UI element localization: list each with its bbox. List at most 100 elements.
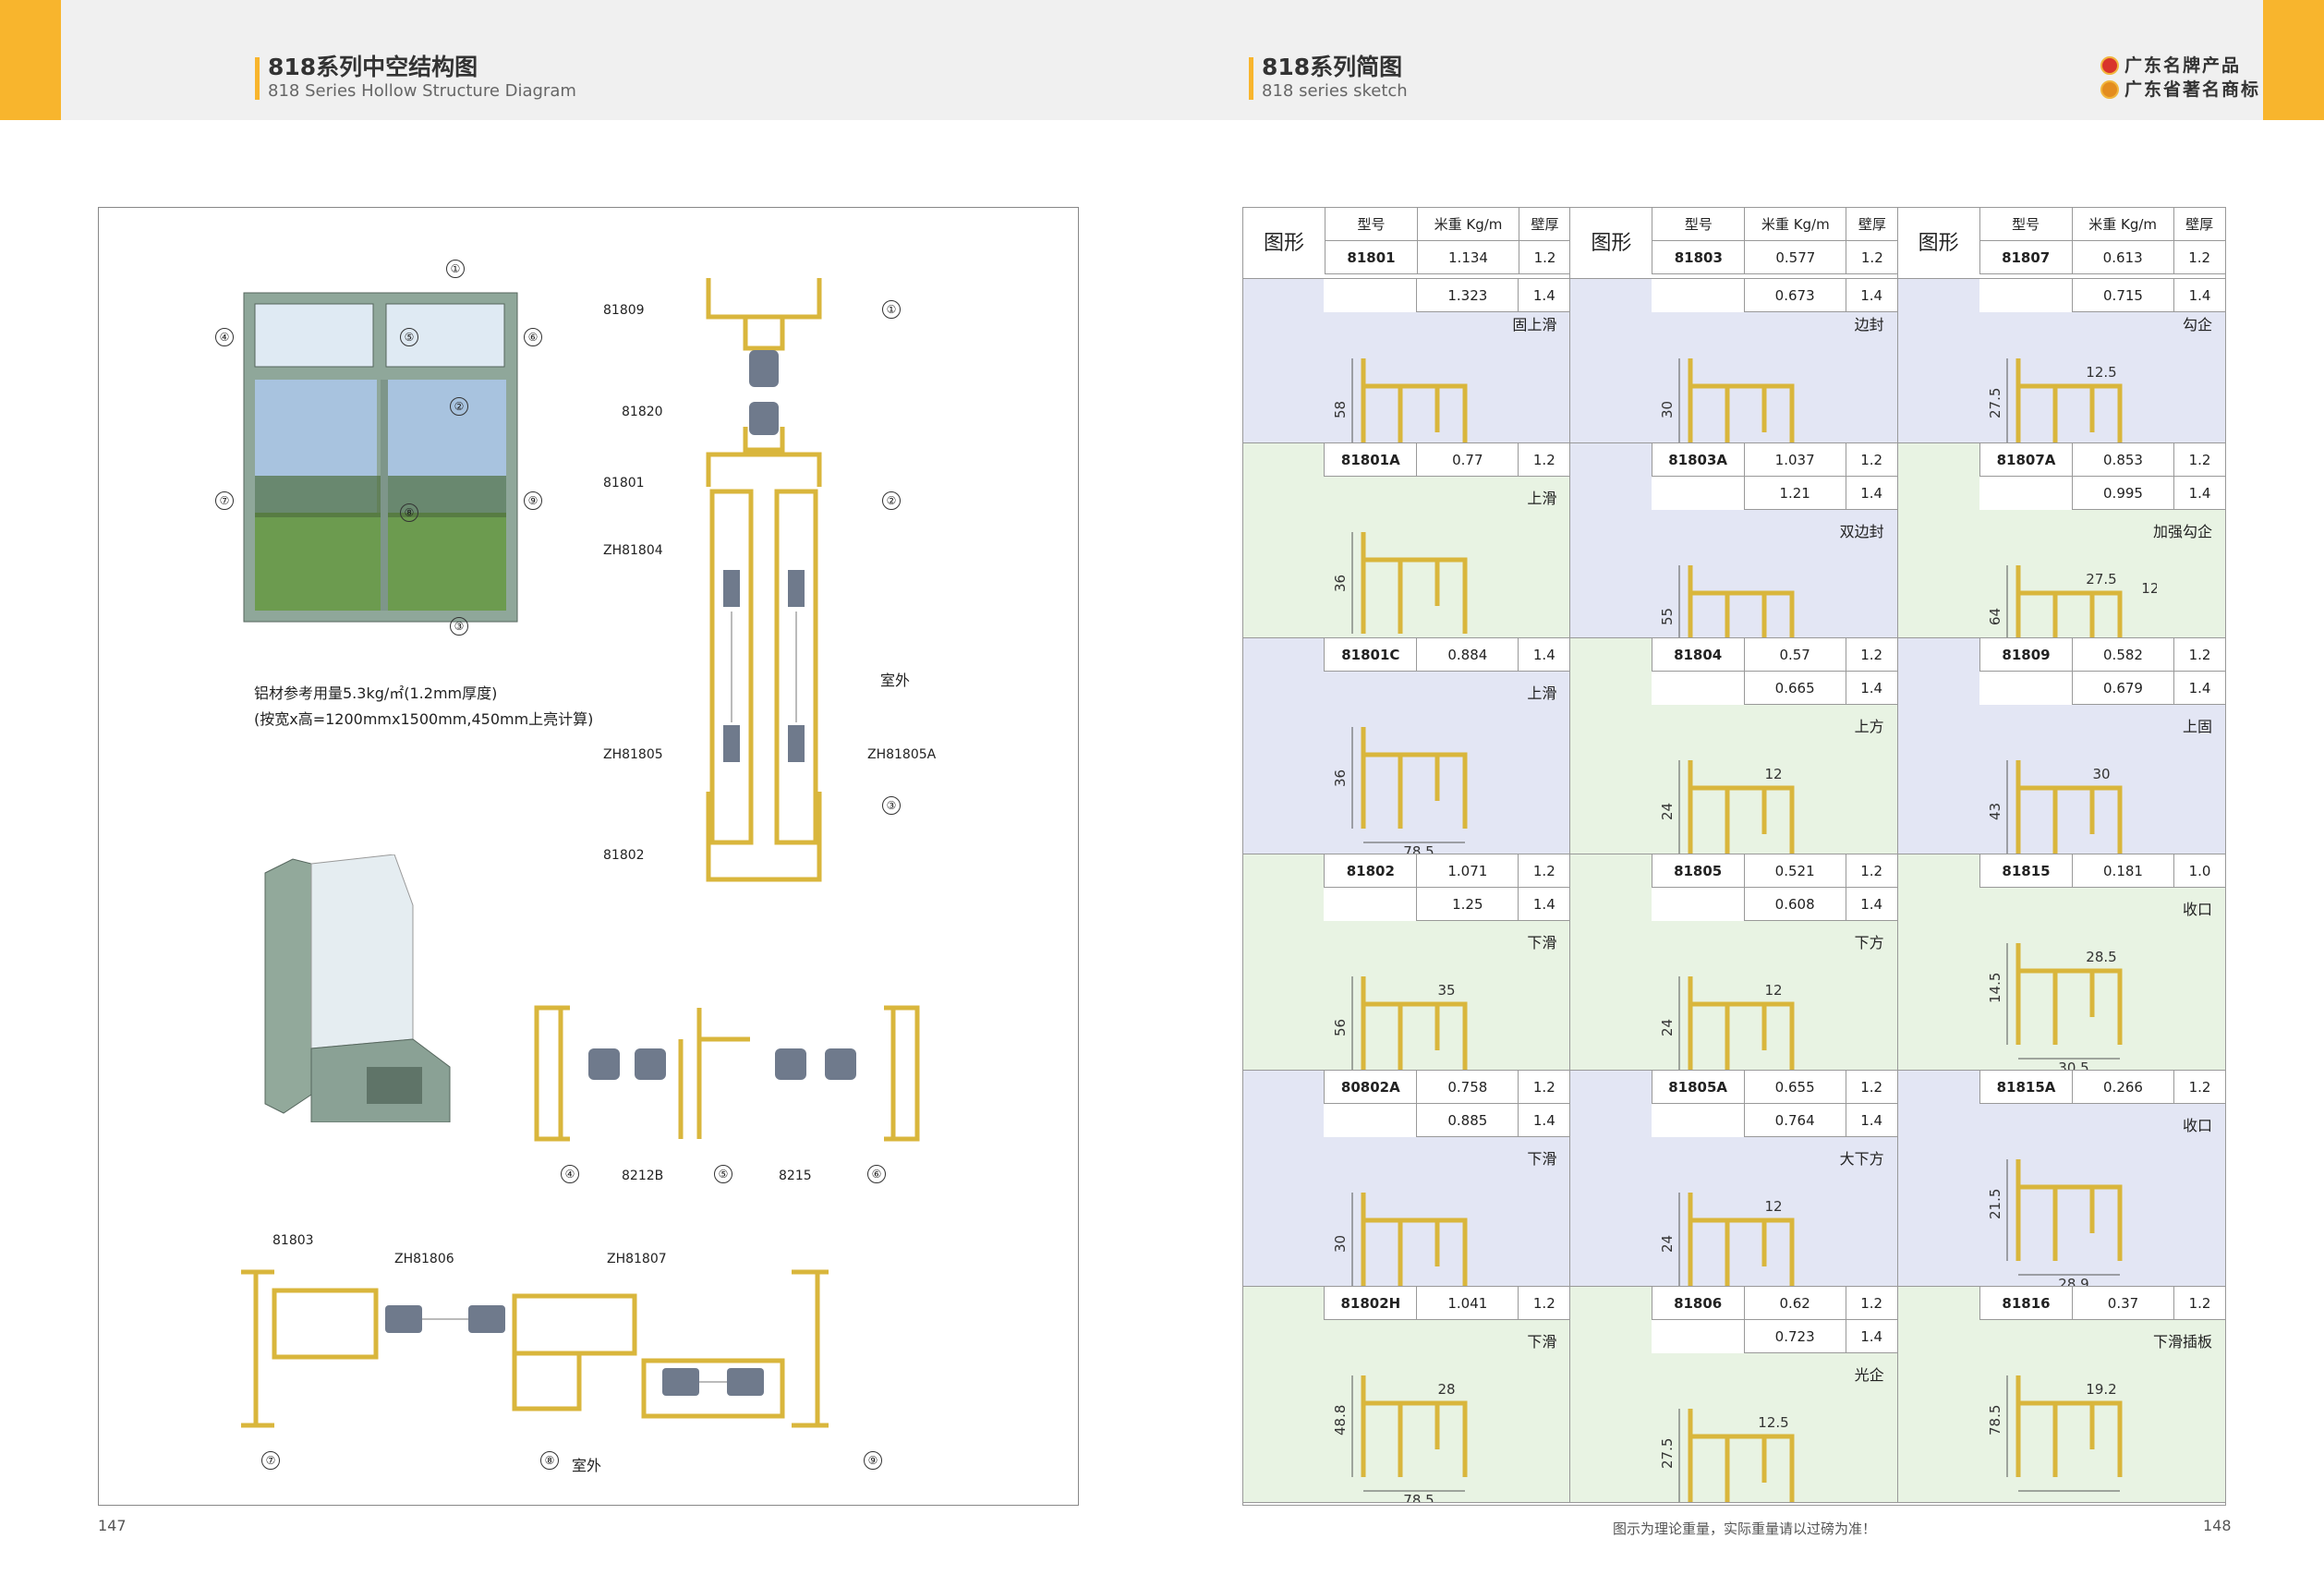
callout-2: ②: [450, 397, 468, 416]
thickness-value: 1.2: [2173, 241, 2225, 274]
model-code: 80802A: [1324, 1071, 1417, 1104]
model-code: 81802H: [1324, 1287, 1417, 1320]
dim-label: 24: [1659, 1019, 1676, 1036]
weight-value: 1.041: [1416, 1287, 1519, 1320]
thickness-value: 1.2: [1518, 443, 1570, 477]
header-weight: 米重 Kg/m: [1744, 208, 1846, 241]
label-zh81806: ZH81806: [394, 1252, 454, 1266]
dim-label: 36: [1332, 769, 1349, 787]
dim-label: 28.9: [2058, 1276, 2088, 1287]
thickness-value: 1.2: [1518, 1071, 1570, 1104]
left-title: 818系列中空结构图 818 Series Hollow Structure D…: [255, 54, 576, 102]
weight-value: 0.266: [2072, 1071, 2173, 1104]
model-code: 81801: [1325, 241, 1417, 274]
profile-sketch: 433078.5: [1987, 760, 2123, 854]
weight-value: 0.723: [1743, 1320, 1846, 1353]
header-shape: 图形: [1263, 232, 1304, 255]
profile-sketch: 21.528.9: [1987, 1159, 2123, 1287]
callout-5: ⑤: [400, 328, 418, 346]
thickness-value: 1.0: [2173, 854, 2225, 888]
right-title: 818系列简图 818 series sketch: [1249, 54, 1408, 102]
dim-label: 19.2: [2086, 1381, 2116, 1398]
header-shape: 图形: [1918, 232, 1959, 255]
dim-label: 12.5: [2141, 580, 2157, 597]
brand-badge-2: 广东省著名商标: [2100, 78, 2267, 102]
weight-value: 0.885: [1416, 1104, 1519, 1137]
vertical-section-drawing: [706, 278, 822, 882]
thickness-value: 1.2: [1845, 854, 1897, 888]
thickness-value: 1.2: [2173, 443, 2225, 477]
profile-description: 收口: [2182, 1117, 2212, 1134]
thickness-value: 1.4: [1845, 888, 1897, 921]
horizontal-section-drawing: [241, 1269, 829, 1428]
weight-value: 1.134: [1417, 241, 1519, 274]
label-81802: 81802: [603, 848, 645, 863]
profile-sketch: 78.519.2: [1987, 1375, 2123, 1492]
profile-description: 勾企: [2182, 316, 2212, 333]
thickness-value: 1.4: [1845, 1104, 1897, 1137]
profile-sketch: 27.512.558: [1659, 1409, 1795, 1502]
thickness-value: 1.2: [1845, 1071, 1897, 1104]
thickness-value: 1.4: [1845, 672, 1897, 705]
right-title-en: 818 series sketch: [1262, 81, 1408, 101]
profile-description: 下滑: [1527, 1150, 1557, 1168]
profile-sketch: 27.512.547.5: [1987, 358, 2123, 442]
model-code: 81806: [1651, 1287, 1744, 1320]
page-header: 818系列中空结构图 818 Series Hollow Structure D…: [0, 0, 2324, 120]
model-code: 81815: [1979, 854, 2072, 888]
weight-value: 0.679: [2072, 672, 2173, 705]
weight-value: 0.715: [2072, 279, 2173, 312]
dim-label: 55: [1659, 608, 1676, 625]
model-code: 81801C: [1324, 638, 1417, 672]
profile-sketch: 241255: [1659, 976, 1795, 1070]
dim-label: 36: [1332, 575, 1349, 592]
section-callout-3: ③: [882, 796, 901, 815]
thickness-value: 1.2: [1519, 241, 1570, 274]
section-callout-1: ①: [882, 300, 901, 319]
label-81803: 81803: [272, 1233, 314, 1248]
profile-sketch: 3079: [1659, 358, 1795, 442]
brand-badge-1: 广东名牌产品: [2100, 54, 2267, 78]
thickness-value: 1.2: [1518, 854, 1570, 888]
weight-value: 0.62: [1743, 1287, 1846, 1320]
callout-4: ④: [215, 328, 234, 346]
label-zh81805: ZH81805: [603, 747, 663, 762]
left-accent-tab: [0, 0, 61, 120]
label-81809: 81809: [603, 303, 645, 318]
page-number-left: 147: [98, 1517, 127, 1534]
callout-7: ⑦: [215, 491, 234, 510]
callout-9: ⑨: [524, 491, 542, 510]
dim-label: 12.5: [1759, 1414, 1789, 1431]
medal-icon: [2100, 56, 2119, 75]
weight-value: 1.21: [1743, 477, 1846, 510]
thickness-value: 1.2: [1846, 241, 1897, 274]
model-code: 81805A: [1651, 1071, 1744, 1104]
model-code: 81807A: [1979, 443, 2072, 477]
right-accent-tab: [2263, 0, 2324, 120]
header-thickness: 壁厚: [1846, 208, 1897, 241]
profile-description: 大下方: [1839, 1150, 1884, 1168]
model-code: 81803A: [1651, 443, 1744, 477]
medal-icon: [2100, 80, 2119, 99]
profile-sketch: 241250: [1659, 760, 1795, 854]
weight-value: 0.764: [1743, 1104, 1846, 1137]
weight-value: 0.577: [1744, 241, 1846, 274]
weight-value: 0.673: [1743, 279, 1846, 312]
model-code: 81804: [1651, 638, 1744, 672]
head-callout-5: ⑤: [714, 1165, 732, 1183]
profile-description: 固上滑: [1512, 316, 1557, 333]
thickness-value: 1.4: [2173, 672, 2225, 705]
